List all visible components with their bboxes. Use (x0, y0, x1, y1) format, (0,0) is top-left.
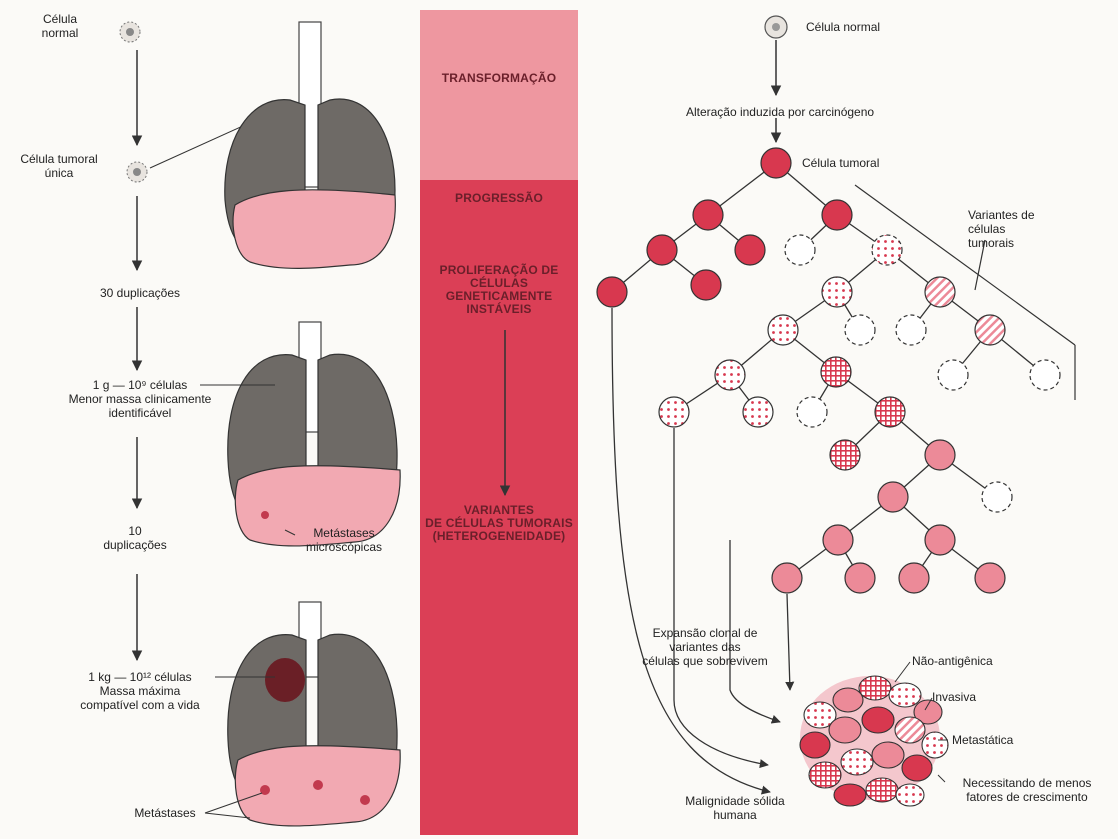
label-right-normal-cell: Célula normal (806, 20, 926, 34)
lungs-stage-1 (225, 22, 396, 268)
lungs-stage-2 (200, 322, 400, 546)
label-solid-malignancy: Malignidade sólida humana (670, 794, 800, 822)
tree-cell (845, 563, 875, 593)
label-right-tumor-cell: Célula tumoral (802, 156, 922, 170)
label-tumor-variants-band: VARIANTES DE CÉLULAS TUMORAIS (HETEROGEN… (410, 504, 588, 543)
label-one-kg: 1 kg — 10¹² células Massa máxima compatí… (40, 670, 240, 712)
label-invasive: Invasiva (932, 690, 1032, 704)
clonal-expansion-arrows (612, 308, 790, 792)
tree-cell (975, 563, 1005, 593)
tree-cell (743, 397, 773, 427)
tree-cell (691, 270, 721, 300)
label-metastases: Metástases (120, 806, 210, 820)
tree-cell (693, 200, 723, 230)
lungs-stage-3 (205, 602, 400, 826)
label-clonal-expansion: Expansão clonal de variantes das células… (625, 626, 785, 668)
label-10-doublings: 10 duplicações (80, 524, 190, 552)
tree-cell (925, 277, 955, 307)
left-normal-cell-core (126, 28, 134, 36)
tree-cell (925, 440, 955, 470)
label-one-gram: 1 g — 10⁹ células Menor massa clinicamen… (40, 378, 240, 420)
label-progression: PROGRESSÃO (420, 192, 578, 205)
tree-cell (797, 397, 827, 427)
tree-cell (938, 360, 968, 390)
tree-cell (772, 563, 802, 593)
tree-cell (785, 235, 815, 265)
tree-cell (822, 200, 852, 230)
tree-cell (845, 315, 875, 345)
solid-tumor-mass (800, 676, 948, 806)
tree-cell (647, 235, 677, 265)
tree-cell (875, 397, 905, 427)
tree-cell (761, 148, 791, 178)
tree-cell (925, 525, 955, 555)
tree-cell (659, 397, 689, 427)
label-carcinogen: Alteração induzida por carcinógeno (680, 105, 880, 119)
tree-cell (735, 235, 765, 265)
tree-cell (830, 440, 860, 470)
label-growth-factors: Necessitando de menos fatores de crescim… (942, 776, 1112, 804)
tree-cell (1030, 360, 1060, 390)
tree-cell (768, 315, 798, 345)
label-tumor-variants: Variantes de células tumorais (968, 208, 1068, 250)
label-30-doublings: 30 duplicações (70, 286, 210, 300)
transformation-band (420, 10, 578, 180)
label-left-normal-cell: Célula normal (20, 12, 100, 40)
label-proliferation: PROLIFERAÇÃO DE CÉLULAS GENETICAMENTE IN… (420, 264, 578, 316)
tree-cell (896, 315, 926, 345)
tree-cell (715, 360, 745, 390)
right-normal-cell-core (772, 23, 780, 31)
tree-cell (899, 563, 929, 593)
tree-cell (822, 277, 852, 307)
label-transformation: TRANSFORMAÇÃO (420, 72, 578, 85)
left-tumor-cell-core (133, 168, 141, 176)
tree-cell (872, 235, 902, 265)
tree-cell (597, 277, 627, 307)
tree-cell (821, 357, 851, 387)
label-single-tumor-cell: Célula tumoral única (4, 152, 114, 180)
tree-cell (823, 525, 853, 555)
label-metastatic: Metastática (952, 733, 1052, 747)
label-micro-metastases: Metástases microscópicas (284, 526, 404, 554)
label-non-antigenic: Não-antigênica (912, 654, 1052, 668)
tree-cell (878, 482, 908, 512)
tree-cell (982, 482, 1012, 512)
tree-cell (975, 315, 1005, 345)
